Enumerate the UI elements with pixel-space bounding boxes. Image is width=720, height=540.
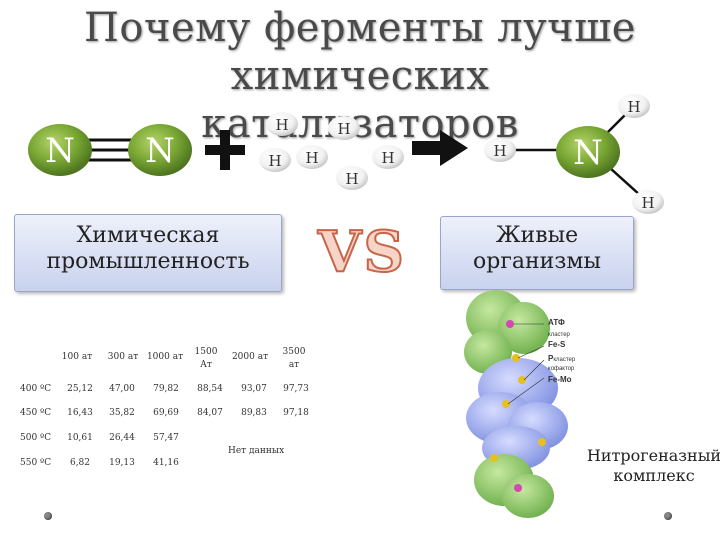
nitrogen-atom-product: N: [556, 126, 620, 178]
hydrogen-atom: H: [336, 166, 368, 190]
column-header: 1500 Ат: [194, 347, 218, 370]
table-cell: 97,18: [283, 408, 309, 418]
nitrogenase-structure-image: [464, 290, 568, 518]
column-header: 100 ат: [61, 352, 93, 362]
table-cell: 97,73: [283, 384, 309, 394]
protein-green-bottom: [474, 454, 554, 518]
hydrogen-atom: H: [328, 116, 360, 140]
protein-green-top: [464, 290, 550, 374]
title-line-2: химических катализаторов: [201, 53, 519, 147]
column-header: 1000 ат: [146, 352, 184, 362]
hydrogen-atom: H: [266, 112, 298, 136]
hydrogen-atom: H: [484, 138, 516, 162]
column-header: 300 ат: [107, 352, 139, 362]
p-cluster-letter: Р: [548, 354, 554, 363]
ammonia-molecule: H H H N: [484, 94, 664, 214]
nitrogen-atom-right: N: [128, 124, 192, 176]
no-data-note: Нет данных: [228, 446, 285, 456]
svg-text:H: H: [627, 98, 640, 116]
svg-text:H: H: [337, 120, 350, 138]
table-cell: 6,82: [69, 458, 91, 468]
reaction-arrow-icon: [412, 130, 468, 166]
box-line: промышленность: [46, 249, 250, 274]
plus-icon: [205, 130, 245, 170]
row-label: 450 ºC: [20, 408, 52, 418]
hydrogen-atom: H: [259, 148, 291, 172]
table-cell: 47,00: [109, 384, 135, 394]
box-line: Живые: [495, 223, 579, 248]
column-header: 3500 ат: [282, 347, 306, 370]
table-cell: 19,13: [109, 458, 135, 468]
fes-sublabel: кластер: [548, 332, 570, 338]
versus-label: VS: [317, 219, 406, 285]
table-cell: 26,44: [109, 433, 135, 443]
hydrogen-atom: H: [618, 94, 650, 118]
caption-line: Нитрогеназный: [586, 446, 720, 465]
living-organisms-box: Живые организмы: [440, 216, 634, 290]
table-cell: 25,12: [67, 384, 93, 394]
nitrogenase-caption: Нитрогеназный комплекс: [586, 446, 720, 486]
table-cell: 88,54: [197, 384, 223, 394]
slide-nav-dot-right[interactable]: [664, 512, 672, 520]
svg-text:H: H: [381, 149, 394, 167]
table-cell: 89,83: [241, 408, 267, 418]
svg-text:H: H: [493, 142, 506, 160]
box-line: Химическая: [76, 223, 220, 248]
table-cell: 84,07: [197, 408, 223, 418]
svg-text:H: H: [345, 170, 358, 188]
chemical-industry-box: Химическая промышленность: [14, 214, 282, 292]
title-line-1: Почему ферменты лучше: [84, 5, 636, 51]
p-cluster-label: Ркластер: [548, 354, 575, 363]
row-label: 550 ºC: [20, 458, 52, 468]
table-cell: 79,82: [153, 384, 179, 394]
hydrogen-atom: H: [632, 190, 664, 214]
nitrogen-label: N: [145, 131, 175, 171]
cluster-markers: [490, 320, 546, 492]
table-cell: 93,07: [241, 384, 267, 394]
hydrogen-atom: H: [372, 145, 404, 169]
row-label: 400 ºC: [20, 384, 52, 394]
slide-nav-dot-left[interactable]: [44, 512, 52, 520]
slide-title: Почему ферменты лучше химических катализ…: [80, 4, 640, 148]
p-cluster-sub: кластер: [553, 357, 576, 363]
table-cell: 10,61: [67, 433, 93, 443]
svg-text:H: H: [275, 116, 288, 134]
atp-label: АТФ: [548, 318, 565, 327]
svg-text:H: H: [268, 152, 281, 170]
table-cell: 41,16: [153, 458, 179, 468]
row-label: 500 ºC: [20, 433, 52, 443]
nitrogen-atom-left: N: [28, 124, 92, 176]
svg-text:N: N: [573, 133, 603, 173]
svg-text:H: H: [641, 194, 654, 212]
femo-label: Fe-Mo: [548, 375, 572, 384]
pointer-lines: [507, 323, 545, 405]
table-cell: 69,69: [153, 408, 179, 418]
femo-sublabel: кофактор: [548, 366, 575, 372]
table-cell: 57,47: [153, 433, 179, 443]
column-header: 2000 ат: [231, 352, 269, 362]
table-cell: 16,43: [67, 408, 93, 418]
svg-text:H: H: [305, 149, 318, 167]
fes-label: Fe-S: [548, 340, 566, 349]
caption-line: комплекс: [613, 466, 695, 485]
nitrogen-label: N: [45, 131, 75, 171]
box-line: организмы: [473, 249, 601, 274]
hydrogen-atom: H: [296, 145, 328, 169]
hydrogen-molecules: H H H H H H: [259, 112, 404, 190]
table-cell: 35,82: [109, 408, 135, 418]
